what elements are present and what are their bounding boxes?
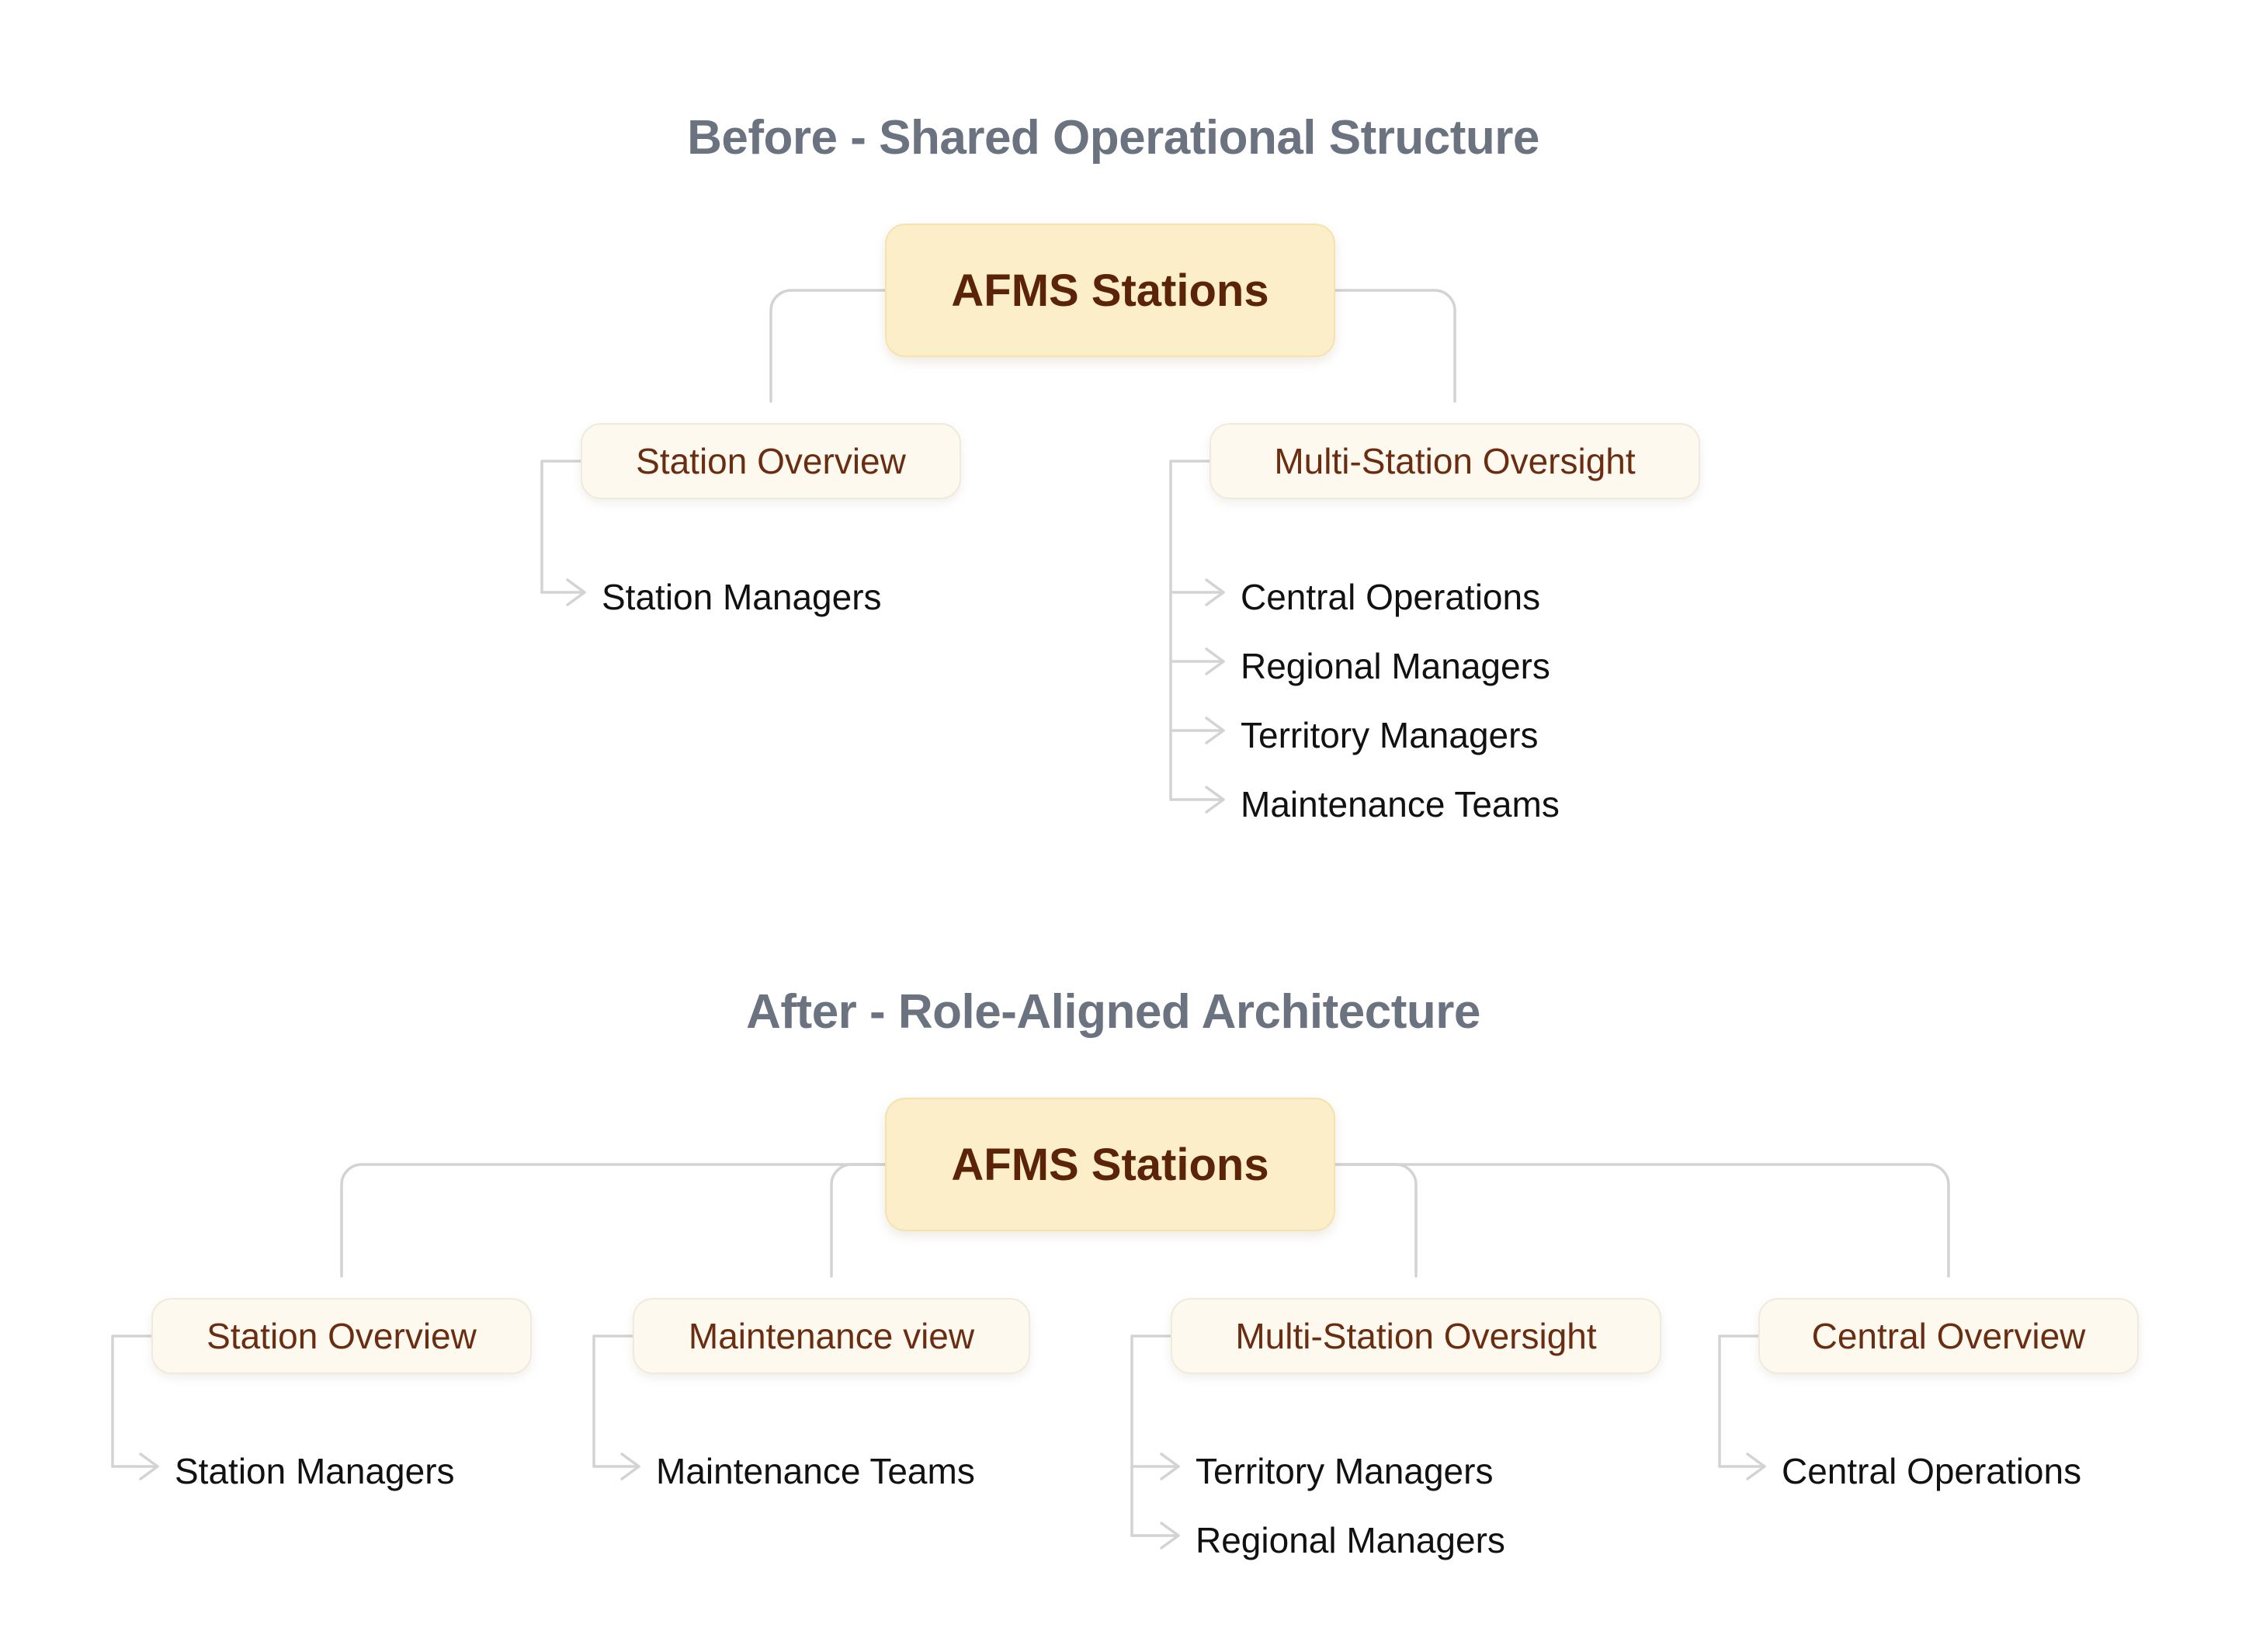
root-node-after[interactable]: AFMS Stations [885,1098,1335,1231]
branch-node-before-station-overview[interactable]: Station Overview [581,423,961,499]
arrow-icon [1160,1452,1180,1480]
leaf-item[interactable]: Territory Managers [1196,1451,1494,1491]
arrow-icon [1205,786,1225,814]
branch-node-after-central-overview[interactable]: Central Overview [1758,1298,2139,1374]
connector-root-to-multi-station-oversight [1334,1163,1418,1278]
connector-root-to-station-overview [769,289,887,403]
arrow-icon [566,578,586,606]
branch-node-after-maintenance-view[interactable]: Maintenance view [633,1298,1030,1374]
connector-root-to-maintenance-view [830,1163,887,1278]
arrow-icon [1205,578,1225,606]
section-title-after: After - Role-Aligned Architecture [746,985,1480,1039]
branch-node-before-multi-station-oversight[interactable]: Multi-Station Oversight [1210,423,1700,499]
leaf-item[interactable]: Central Operations [1782,1451,2082,1491]
connector-spine-maintenance-view [592,1334,634,1468]
arrow-icon [1205,647,1225,675]
leaf-item[interactable]: Maintenance Teams [1241,784,1560,824]
connector-spine-station-overview [540,460,582,594]
leaf-item[interactable]: Maintenance Teams [656,1451,975,1491]
leaf-item[interactable]: Regional Managers [1196,1520,1505,1560]
connector-spine-multi-station-oversight [1130,1334,1172,1537]
arrow-icon [1746,1452,1766,1480]
connector-root-to-multi-station-oversight [1334,289,1456,403]
arrow-icon [139,1452,159,1480]
connector-spine-station-overview [111,1334,153,1468]
branch-node-after-station-overview[interactable]: Station Overview [151,1298,532,1374]
connector-spine-multi-station-oversight [1169,460,1211,801]
leaf-item[interactable]: Regional Managers [1241,646,1550,686]
leaf-item[interactable]: Station Managers [175,1451,455,1491]
section-title-before: Before - Shared Operational Structure [687,111,1539,165]
leaf-item[interactable]: Station Managers [602,577,882,617]
arrow-icon [1160,1522,1180,1550]
leaf-item[interactable]: Territory Managers [1241,715,1539,755]
arrow-icon [1205,717,1225,744]
branch-node-after-multi-station-oversight[interactable]: Multi-Station Oversight [1171,1298,1661,1374]
connector-spine-central-overview [1718,1334,1760,1468]
connector-root-to-central-overview [1334,1163,1950,1278]
arrow-icon [620,1452,640,1480]
root-node-before[interactable]: AFMS Stations [885,224,1335,357]
leaf-item[interactable]: Central Operations [1241,577,1541,617]
connector-root-to-station-overview [340,1163,887,1278]
